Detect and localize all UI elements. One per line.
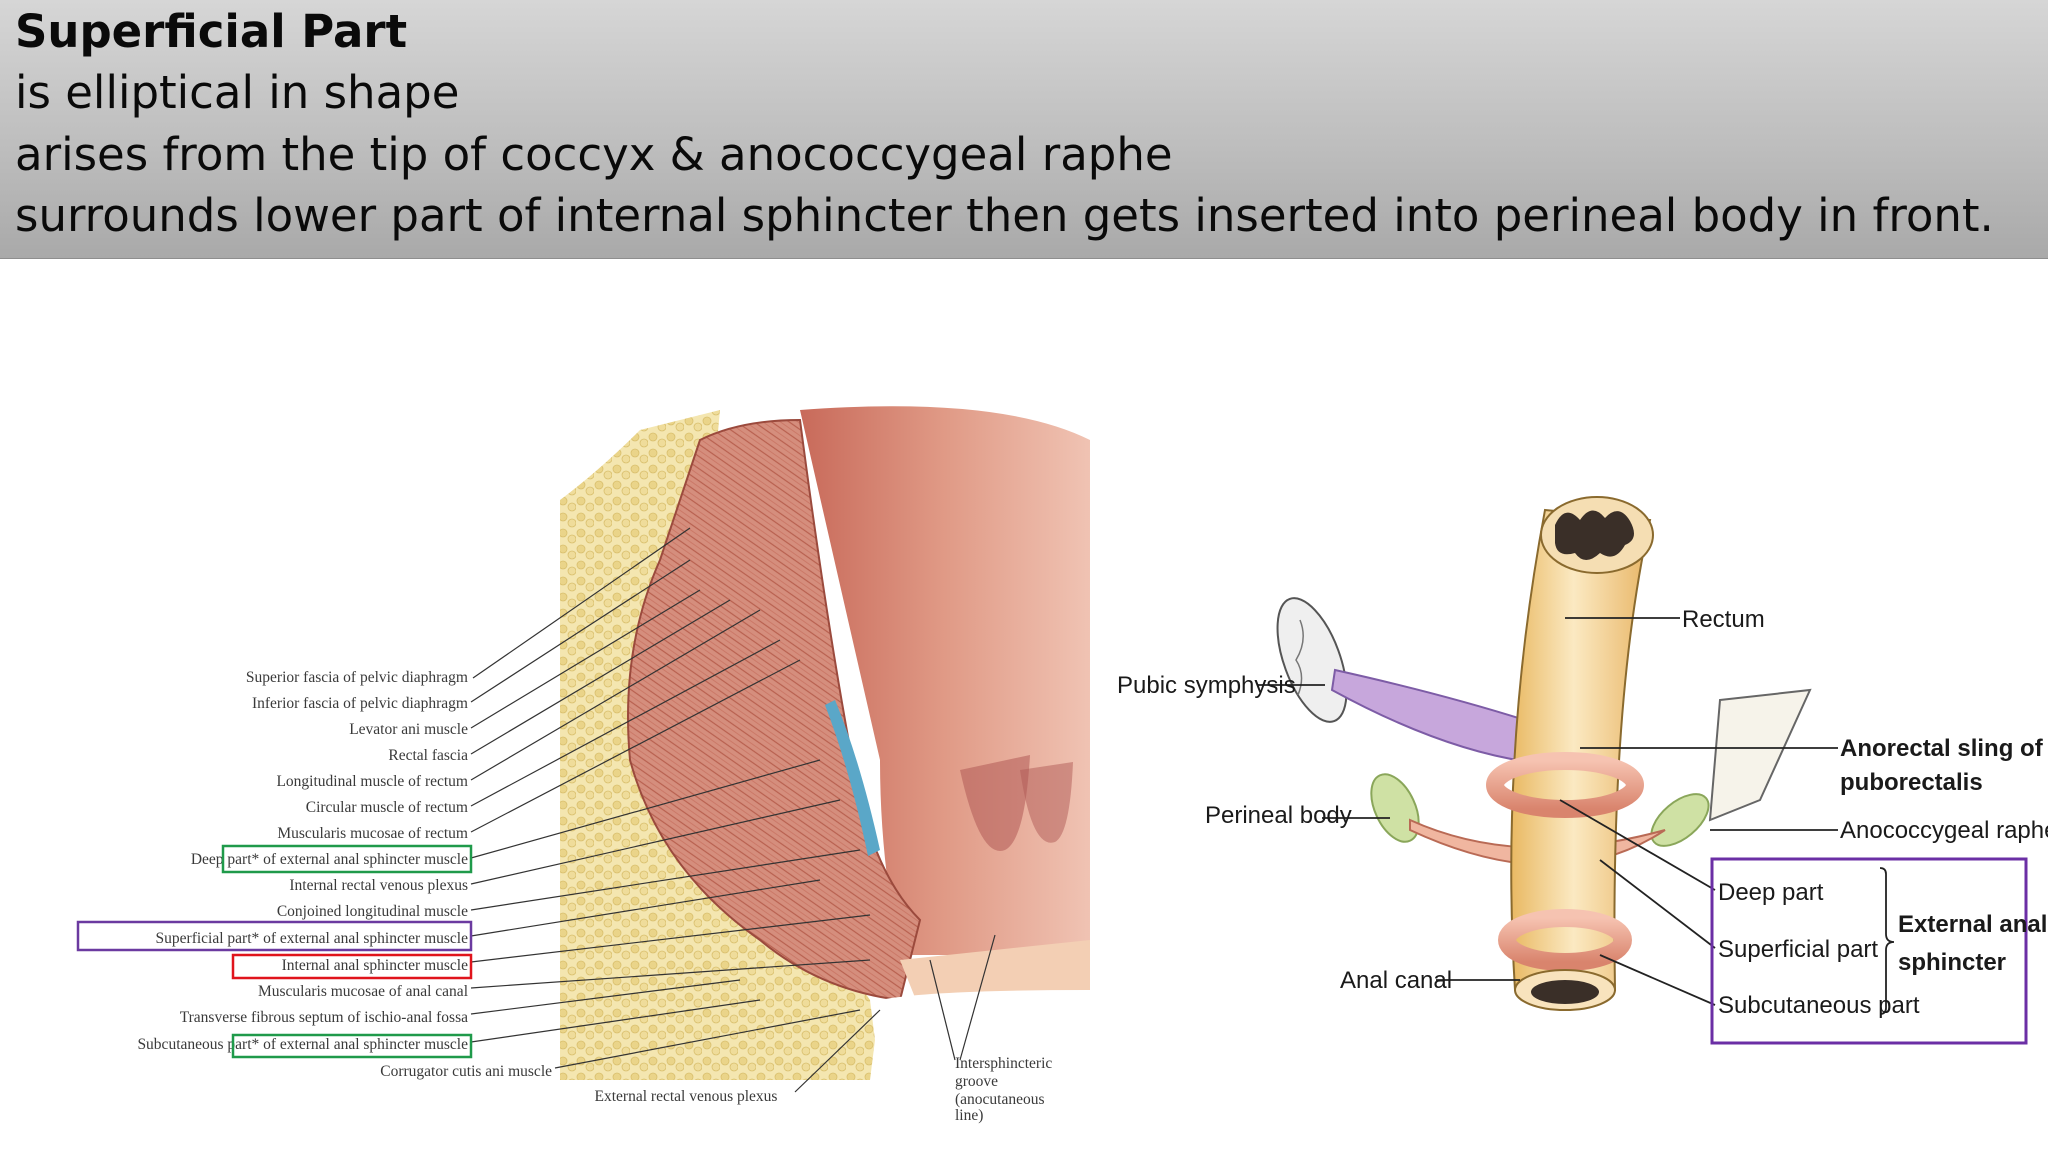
external-sphincter-outline [1710,857,2028,1045]
label-subcutaneous-part-right: Subcutaneous part [1718,992,1920,1019]
label-internal-anal-sphincter: Internal anal sphincter muscle [282,957,468,974]
label-anorectal-sling-2: puborectalis [1840,769,1983,796]
label-longitudinal-muscle: Longitudinal muscle of rectum [276,773,468,790]
bullet-line-1: is elliptical in shape [15,66,460,119]
label-deep-part-right: Deep part [1718,879,1824,906]
right-leader-lines [1258,617,1895,1015]
slide-header: Superficial Part is elliptical in shape … [0,0,2048,259]
highlight-internal-sphincter-box [231,953,473,980]
label-muscularis-mucosae-rectum: Muscularis mucosae of rectum [277,825,468,842]
label-perineal-body: Perineal body [1205,802,1352,829]
label-deep-part: Deep part* of external anal sphincter mu… [191,851,468,868]
deep-ring [1486,752,1644,818]
right-labels: Rectum Pubic symphysis Anorectal sling o… [1117,606,2048,994]
label-transverse-septum: Transverse fibrous septum of ischio-anal… [180,1009,468,1026]
label-rectum: Rectum [1682,606,1765,633]
label-pubic-symphysis: Pubic symphysis [1117,672,1296,699]
bullet-line-2: arises from the tip of coccyx & anococcy… [15,128,1173,181]
label-superficial-part-right: Superficial part [1718,936,1878,963]
label-anal-canal: Anal canal [1340,967,1452,994]
label-anorectal-sling-1: Anorectal sling of [1840,735,2044,762]
subcutaneous-ring [1498,909,1632,971]
label-sphincter: sphincter [1898,949,2006,976]
label-external-anal: External anal [1898,911,2047,938]
label-levator-ani: Levator ani muscle [349,721,468,738]
pubic-symphysis-shape [1276,597,1348,723]
label-conjoined-longitudinal: Conjoined longitudinal muscle [277,903,468,920]
label-groove-4: line) [955,1107,983,1124]
highlight-superficial-part-box [76,920,473,952]
label-internal-venous-plexus: Internal rectal venous plexus [289,877,468,894]
label-groove-2: groove [955,1073,998,1090]
label-circular-muscle: Circular muscle of rectum [306,799,468,816]
highlight-deep-part-box [221,844,473,874]
label-superficial-part: Superficial part* of external anal sphin… [156,930,469,947]
label-anococcygeal-raphe: Anococcygeal raphe [1840,817,2048,844]
label-superior-fascia: Superior fascia of pelvic diaphragm [246,669,468,686]
perineal-body-shape [1370,773,1420,843]
rectum-section-illustration [560,406,1090,1080]
sphincter-schematic [1276,496,1812,1011]
left-leader-lines [470,527,996,1093]
highlight-subcutaneous-part-box [231,1033,473,1059]
external-sphincter-box: Deep part Superficial part Subcutaneous … [1710,857,2047,1045]
coccyx-shape [1708,688,1812,822]
left-labels: Superior fascia of pelvic diaphragm Infe… [137,669,1052,1124]
label-groove-3: (anocutaneous [955,1091,1045,1108]
label-inferior-fascia: Inferior fascia of pelvic diaphragm [252,695,468,712]
highlight-boxes [76,844,473,1059]
label-muscularis-mucosae-anal: Muscularis mucosae of anal canal [258,983,468,1000]
bullet-line-3: surrounds lower part of internal sphinct… [15,189,1994,242]
label-corrugator-cutis: Corrugator cutis ani muscle [380,1063,552,1080]
label-groove-1: Intersphincteric [955,1055,1052,1072]
slide-title: Superficial Part [15,5,408,58]
label-subcutaneous-part: Subcutaneous part* of external anal sphi… [137,1036,468,1053]
anococcygeal-raphe-shape [1650,793,1710,847]
label-external-venous-plexus: External rectal venous plexus [595,1088,778,1105]
label-rectal-fascia: Rectal fascia [388,747,468,764]
